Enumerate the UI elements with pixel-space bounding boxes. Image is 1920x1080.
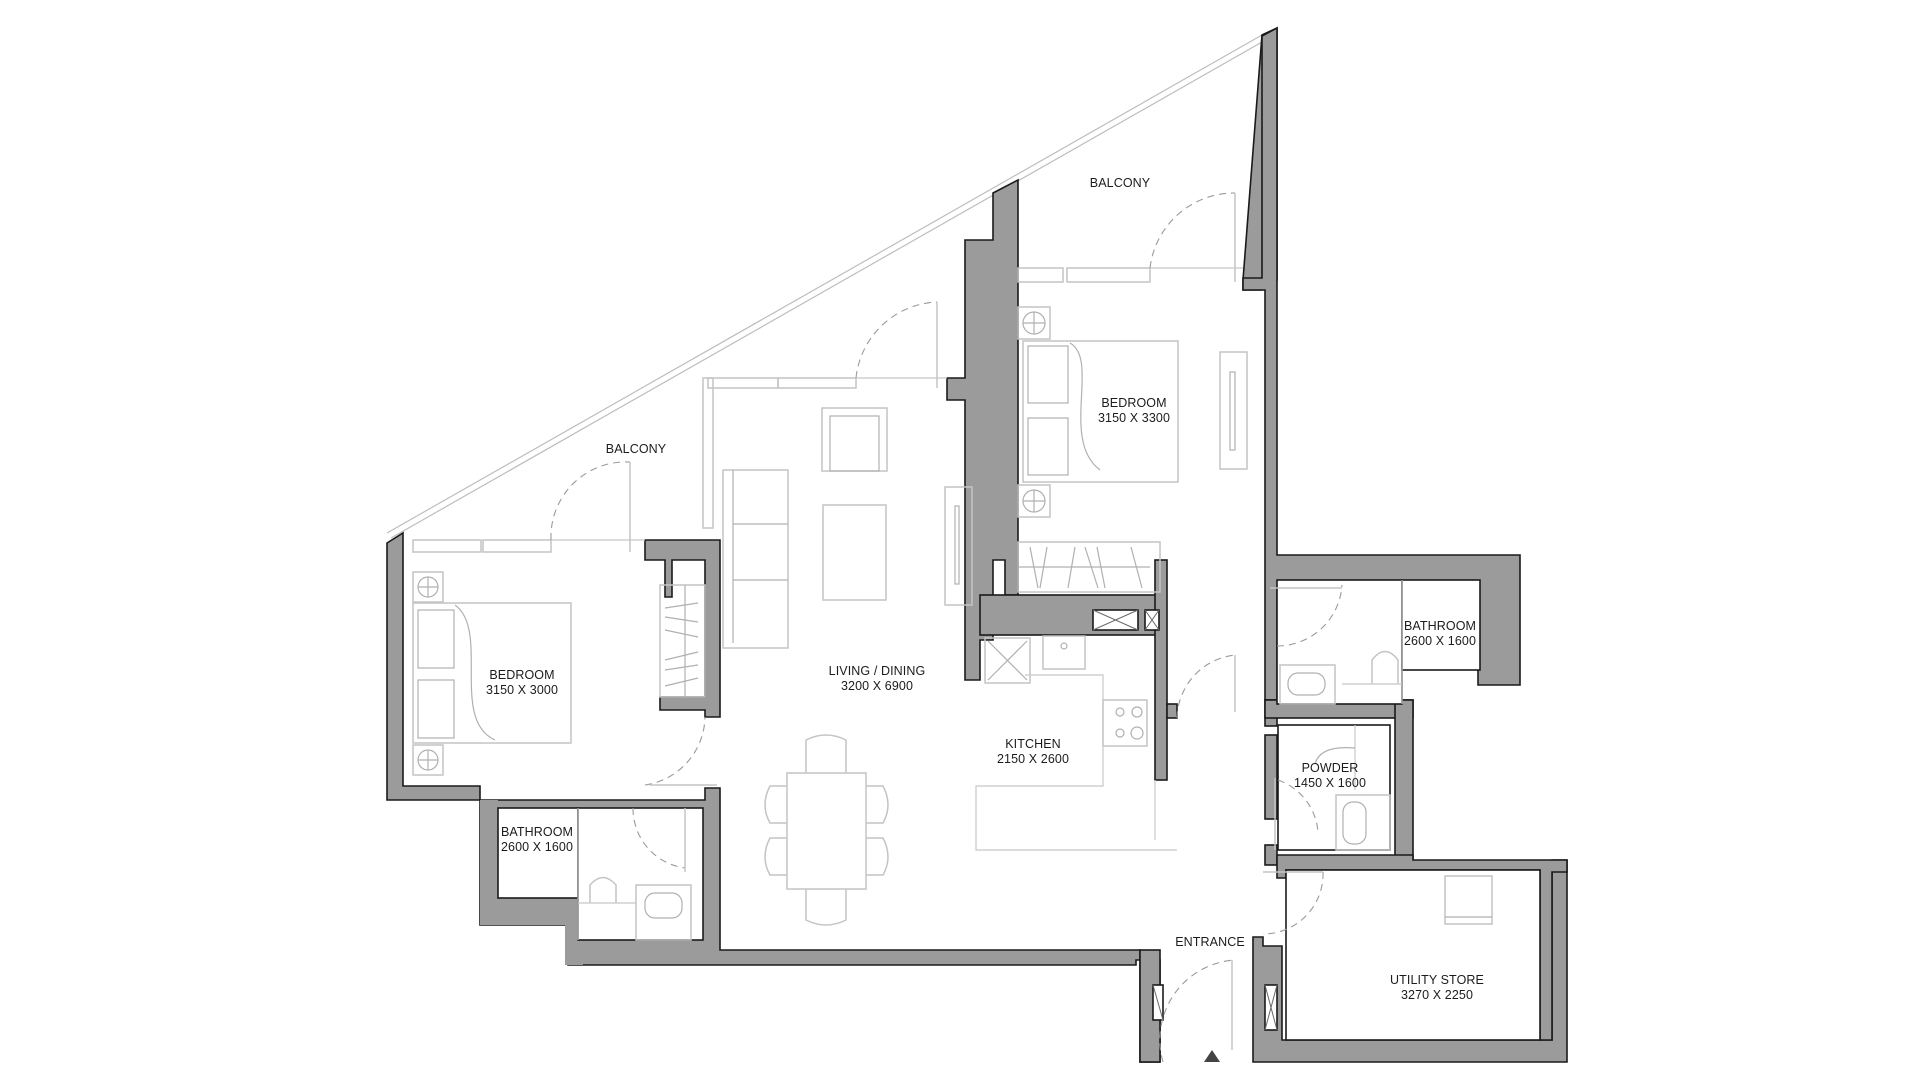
service-shafts <box>1092 609 1278 1031</box>
second-bedroom-furniture <box>412 571 717 786</box>
wall-wardrobe-niche <box>644 539 721 718</box>
room-name: KITCHEN <box>1005 737 1061 751</box>
room-label-living-dining: LIVING / DINING 3200 X 6900 <box>829 664 926 694</box>
room-name: UTILITY STORE <box>1390 973 1484 987</box>
kitchen-furniture <box>975 635 1177 851</box>
room-name: BATHROOM <box>1403 619 1477 633</box>
room-label-bathroom-second: BATHROOM 2600 X 1600 <box>501 825 573 855</box>
room-name: ENTRANCE <box>1175 935 1245 949</box>
room-dimensions: 3150 X 3000 <box>486 683 558 697</box>
entrance-doors <box>1159 654 1236 1063</box>
wall-powder-west <box>1264 734 1278 820</box>
room-label-balcony-lower: BALCONY <box>606 442 666 457</box>
room-name: LIVING / DINING <box>828 664 926 678</box>
room-name: BEDROOM <box>1101 396 1167 410</box>
room-dimensions: 2150 X 2600 <box>997 752 1069 766</box>
room-name: BALCONY <box>1089 176 1151 190</box>
room-label-bathroom-ensuite: BATHROOM 2600 X 1600 <box>1404 619 1476 649</box>
utility-store-fixtures <box>1262 869 1541 1041</box>
room-name: BALCONY <box>605 442 667 456</box>
balcony-windows <box>412 192 1243 553</box>
room-name: POWDER <box>1301 761 1359 775</box>
entrance-arrow-icon <box>1204 1050 1220 1062</box>
wall-west <box>386 531 481 801</box>
wall-kitchen-stub <box>1166 703 1178 719</box>
second-bathroom-fixtures <box>497 807 704 941</box>
room-name: BEDROOM <box>489 668 555 682</box>
room-label-balcony-upper: BALCONY <box>1090 176 1150 191</box>
room-label-powder: POWDER 1450 X 1600 <box>1294 761 1366 791</box>
room-dimensions: 2600 X 1600 <box>1403 634 1476 648</box>
room-dimensions: 3270 X 2250 <box>1400 988 1473 1002</box>
room-name: BATHROOM <box>500 825 574 839</box>
room-dimensions: 3150 X 3300 <box>1098 411 1170 425</box>
room-label-kitchen: KITCHEN 2150 X 2600 <box>997 737 1069 767</box>
living-dining-furniture <box>722 407 973 926</box>
room-label-bedroom-master: BEDROOM 3150 X 3300 <box>1098 396 1170 426</box>
master-bedroom-furniture <box>1017 306 1248 593</box>
room-label-bedroom-second: BEDROOM 3150 X 3000 <box>486 668 558 698</box>
room-label-utility-store: UTILITY STORE 3270 X 2250 <box>1390 973 1484 1003</box>
ensuite-bathroom-fixtures <box>1270 579 1481 705</box>
powder-room-fixtures <box>1274 724 1391 851</box>
room-dimensions: 2600 X 1600 <box>500 840 573 854</box>
wall-kitchen-east <box>1154 559 1168 781</box>
balcony-railing <box>386 34 1263 539</box>
room-dimensions: 1450 X 1600 <box>1294 776 1366 790</box>
room-dimensions: 3200 X 6900 <box>841 679 913 693</box>
room-label-entrance: ENTRANCE <box>1175 935 1245 950</box>
wall-powder-east <box>1394 699 1414 866</box>
